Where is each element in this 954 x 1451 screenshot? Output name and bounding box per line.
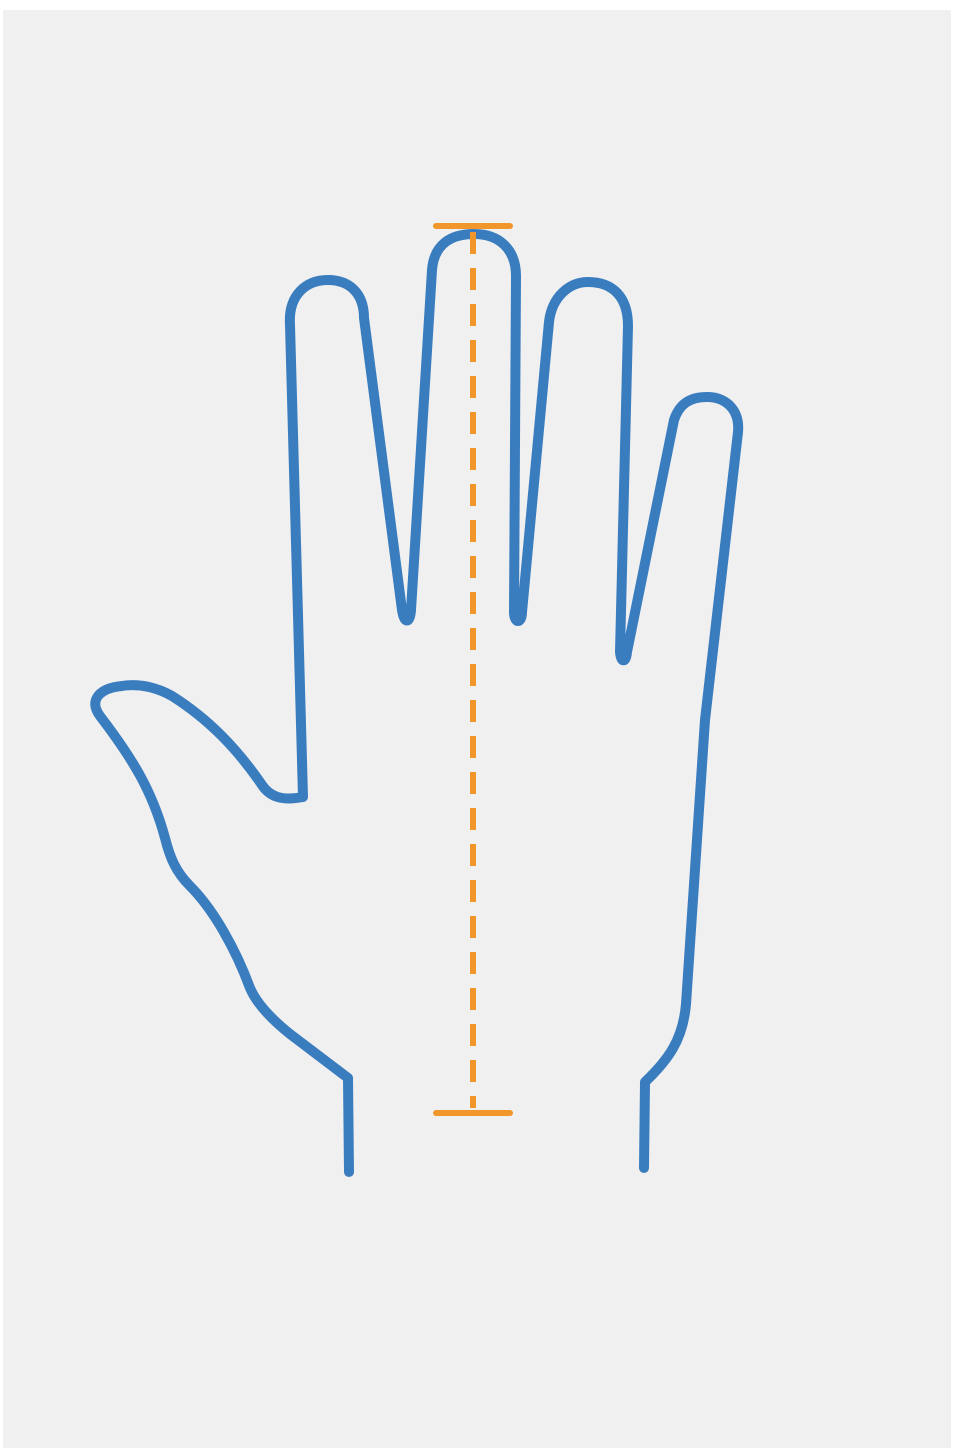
measure-line-icon	[436, 226, 510, 1113]
hand-outline-icon	[95, 234, 738, 1172]
